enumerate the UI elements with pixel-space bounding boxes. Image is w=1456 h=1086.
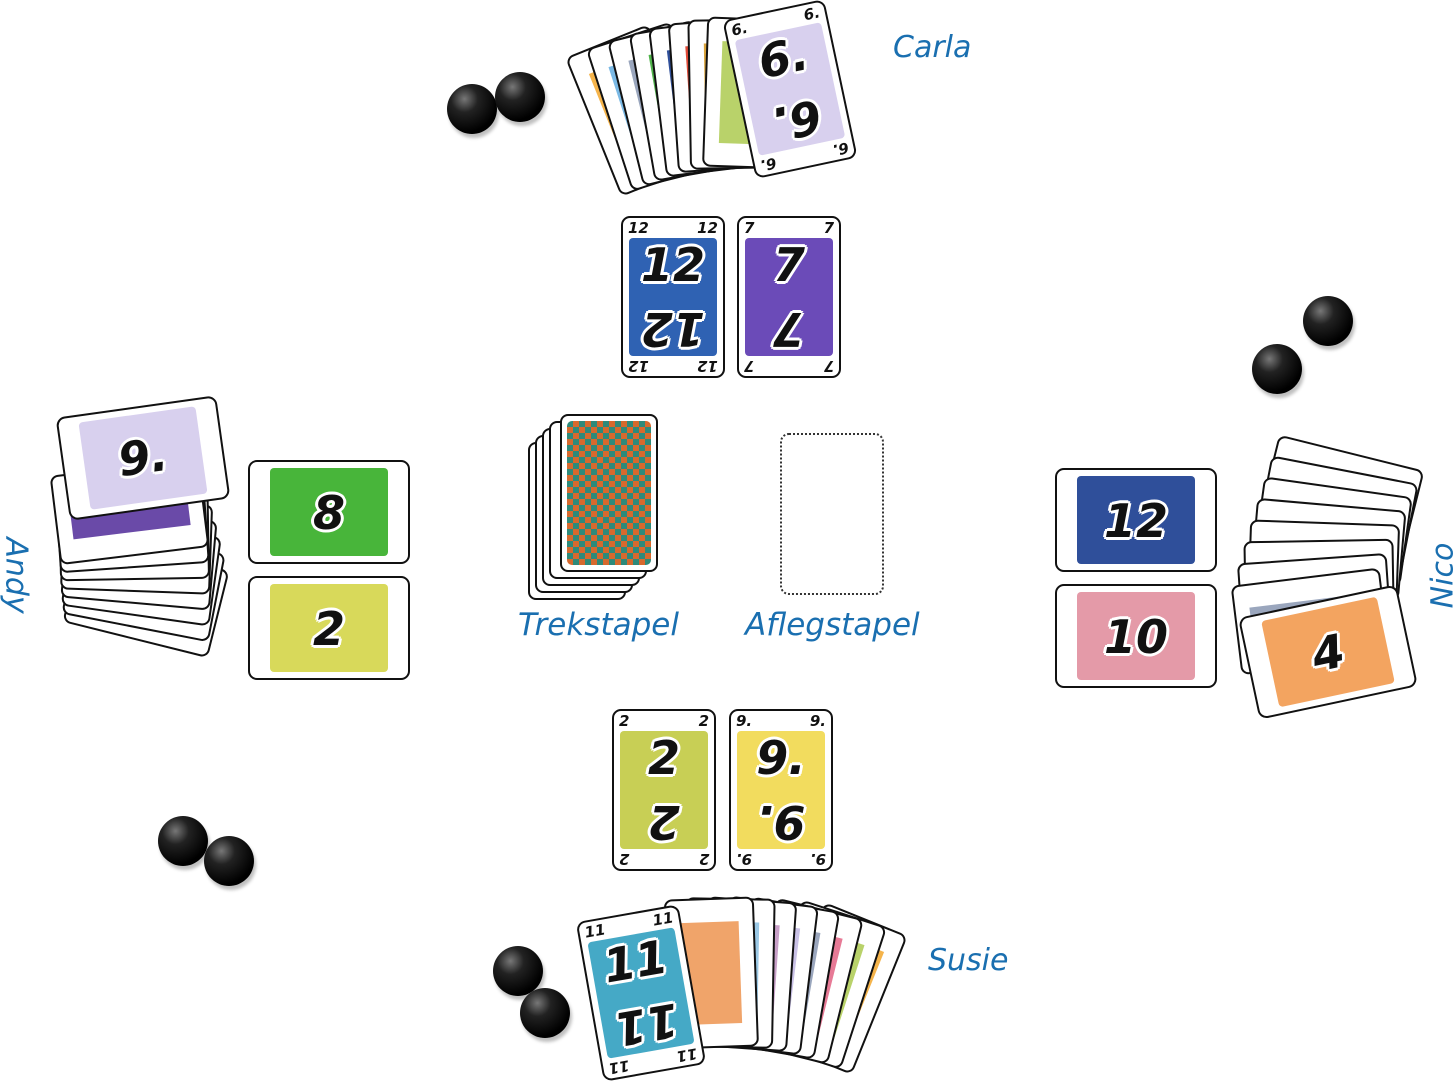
table-card[interactable]: 2 2 2 2 2 2 <box>612 709 716 871</box>
card-value: 12 <box>641 302 706 356</box>
draw-pile[interactable] <box>528 414 668 610</box>
discard-pile-label: Aflegstapel <box>745 607 920 643</box>
card-index: 11 <box>607 1056 631 1078</box>
token <box>1252 344 1302 394</box>
card-index: 2 <box>619 850 630 868</box>
card-index: 2 <box>698 850 709 868</box>
card-face <box>629 238 717 356</box>
card-index: 6. <box>802 3 822 25</box>
card-index: 11 <box>583 920 607 942</box>
token <box>520 988 570 1038</box>
table-card[interactable]: 2 <box>248 576 410 680</box>
card-index: 2 <box>619 712 630 730</box>
card-index: 9. <box>809 712 826 730</box>
card-index: 11 <box>651 908 675 930</box>
card-index: 11 <box>675 1044 699 1066</box>
token <box>447 84 497 134</box>
card-index: 9. <box>736 712 753 730</box>
table-card[interactable]: 8 <box>248 460 410 564</box>
table-card[interactable]: 7 7 7 7 7 7 <box>737 216 841 378</box>
card-face <box>1077 476 1195 564</box>
card-value: 2 <box>648 795 681 849</box>
card-face <box>620 731 708 849</box>
card-index: 6. <box>830 138 851 160</box>
card-index: 12 <box>697 219 718 237</box>
card-face <box>1077 592 1195 680</box>
card-value: 7 <box>773 302 806 356</box>
card-face <box>270 468 388 556</box>
card-value: 9. <box>756 731 806 785</box>
table-card[interactable]: 12 12 12 12 12 12 <box>621 216 725 378</box>
card-index: 12 <box>628 219 649 237</box>
token <box>204 836 254 886</box>
card-face <box>745 238 833 356</box>
hand-nico: 4 <box>1230 420 1430 725</box>
hand-susie: 11 11 11 11 11 11 <box>575 888 908 1083</box>
hand-carla: 6. 6. 6. 6. 6. 6. <box>565 0 878 197</box>
player-name-andy: Andy <box>0 537 34 614</box>
card-value: 2 <box>312 602 345 656</box>
card-face <box>270 584 388 672</box>
player-name-carla: Carla <box>893 30 972 65</box>
token <box>1303 296 1353 346</box>
table-card[interactable]: 12 <box>1055 468 1217 572</box>
token <box>495 72 545 122</box>
card-value: 8 <box>312 486 345 540</box>
card-index: 7 <box>744 219 755 237</box>
card-face <box>737 731 825 849</box>
card-value: 2 <box>647 731 680 785</box>
discard-pile[interactable] <box>780 433 884 595</box>
table-card[interactable]: 10 <box>1055 584 1217 688</box>
token <box>493 946 543 996</box>
card-value: 10 <box>1103 610 1168 664</box>
card-index: 9. <box>809 850 826 868</box>
hand-andy: 9. <box>30 395 240 725</box>
table-card[interactable]: 9. 9. 9. 9. 9. 9. <box>729 709 833 871</box>
card-index: 7 <box>823 357 834 375</box>
card-index: 6. <box>758 153 778 175</box>
deck-top-card[interactable] <box>560 414 658 572</box>
card-index: 12 <box>697 357 718 375</box>
draw-pile-label: Trekstapel <box>518 607 679 643</box>
card-index: 7 <box>744 357 755 375</box>
card-value: 7 <box>772 238 805 292</box>
card-index: 6. <box>729 18 750 40</box>
card-index: 9. <box>736 850 753 868</box>
card-index: 7 <box>823 219 834 237</box>
token <box>158 816 208 866</box>
card-index: 2 <box>698 712 709 730</box>
card-index: 12 <box>628 357 649 375</box>
player-name-susie: Susie <box>928 943 1009 978</box>
card-value: 9. <box>756 795 806 849</box>
card-value: 12 <box>640 238 705 292</box>
card-value: 12 <box>1103 494 1168 548</box>
